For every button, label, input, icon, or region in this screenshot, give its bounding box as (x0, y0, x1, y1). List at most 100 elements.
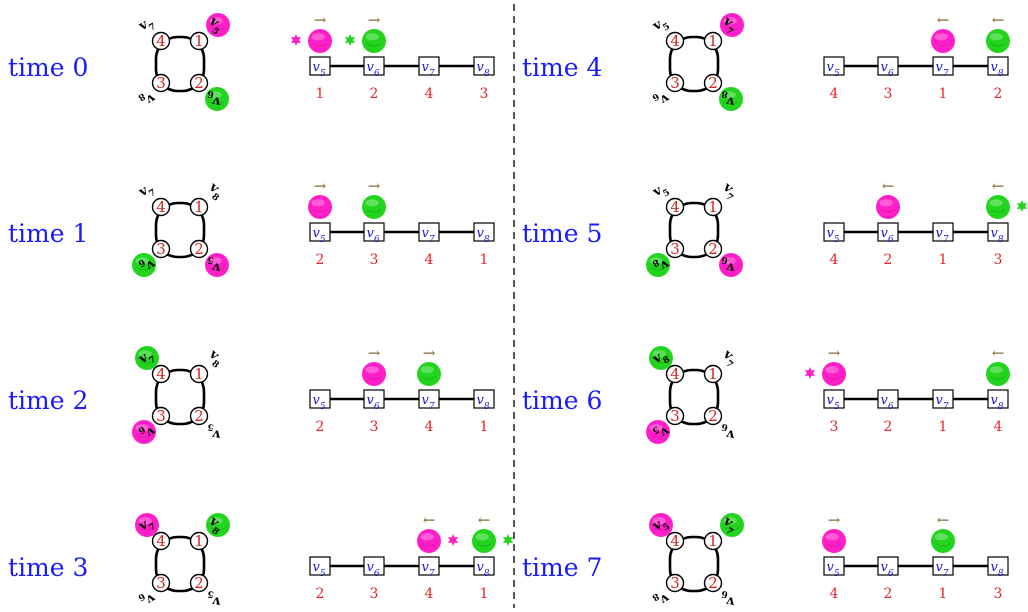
path-agent-magenta (308, 195, 332, 219)
path-node-label: v8 (990, 60, 1003, 79)
path-node-label: v8 (476, 226, 489, 245)
cycle-vertex-label: v8 (203, 346, 227, 370)
cycle-vertex-label: v5 (650, 180, 672, 204)
path-node (932, 389, 954, 409)
direction-arrow: → (314, 177, 327, 195)
direction-arrow: ← (423, 511, 436, 529)
path-node-label: v5 (312, 60, 325, 79)
cycle-node (665, 406, 685, 426)
direction-arrow: → (368, 177, 381, 195)
path-agent-magenta (931, 29, 955, 53)
position-number: 3 (480, 86, 489, 102)
cycle-vertex-label: v6 (205, 88, 223, 109)
direction-arrow: ← (992, 344, 1005, 362)
time-label: time 6 (522, 386, 602, 415)
path-agent-green (362, 29, 386, 53)
cycle-node-number: 4 (670, 365, 680, 383)
path-node-label: v8 (990, 560, 1003, 579)
path-agent-magenta (417, 529, 441, 553)
position-number: 3 (994, 586, 1003, 602)
cycle-node-number: 4 (156, 32, 166, 50)
path-node (363, 389, 385, 409)
cycle-node (703, 406, 723, 426)
path-node (877, 56, 899, 76)
position-number: 4 (830, 86, 839, 102)
position-number: 2 (884, 252, 893, 268)
path-node-label: v7 (935, 393, 948, 412)
path-node-label: v6 (366, 60, 379, 79)
cycle-agent-green (132, 253, 156, 277)
path-node (823, 56, 845, 76)
position-number: 3 (370, 252, 379, 268)
path-node (473, 222, 495, 242)
path-node (987, 222, 1009, 242)
path-node (309, 556, 331, 576)
path-node-label: v8 (990, 393, 1003, 412)
cycle-agent-green (646, 253, 670, 277)
path-node (932, 56, 954, 76)
path-node-label: v8 (476, 560, 489, 579)
cycle-ring (668, 201, 720, 259)
cycle-node (703, 73, 723, 93)
cycle-node-number: 3 (670, 74, 680, 92)
cycle-node (665, 31, 685, 51)
path-node (309, 222, 331, 242)
path-node (473, 56, 495, 76)
path-node-label: v7 (421, 60, 434, 79)
cycle-node-number: 4 (670, 32, 680, 50)
path-node (418, 56, 440, 76)
cycle-node (151, 31, 171, 51)
cycle-ring (154, 368, 206, 426)
path-agent-magenta (822, 529, 846, 553)
path-node (309, 389, 331, 409)
cycle-node (189, 573, 209, 593)
time-label: time 2 (8, 386, 88, 415)
cycle-node (151, 239, 171, 259)
path-node-label: v6 (880, 60, 893, 79)
cycle-vertex-label: v6 (719, 588, 737, 609)
cycle-node (151, 364, 171, 384)
cycle-agent-magenta (646, 420, 670, 444)
cycle-node-number: 1 (708, 198, 718, 216)
cycle-vertex-label: v6 (719, 421, 737, 442)
path-node (418, 389, 440, 409)
path-node (877, 222, 899, 242)
direction-arrow: ← (992, 177, 1005, 195)
path-node-label: v6 (880, 393, 893, 412)
path-node (823, 556, 845, 576)
position-number: 3 (884, 86, 893, 102)
cycle-node-number: 3 (156, 240, 166, 258)
cycle-node-number: 2 (194, 574, 204, 592)
cycle-vertex-label: v7 (717, 179, 741, 203)
cycle-agent-magenta (132, 420, 156, 444)
position-number: 4 (425, 252, 434, 268)
path-node (932, 556, 954, 576)
direction-arrow: → (368, 344, 381, 362)
path-node-label: v6 (366, 393, 379, 412)
path-node-label: v6 (880, 560, 893, 579)
cycle-agent-green (135, 346, 159, 370)
cycle-node (665, 73, 685, 93)
star-marker (1016, 200, 1028, 212)
path-node-label: v5 (826, 393, 839, 412)
position-number: 2 (994, 86, 1003, 102)
cycle-node-number: 3 (156, 74, 166, 92)
path-node (877, 389, 899, 409)
path-node-label: v7 (421, 393, 434, 412)
star-marker (804, 367, 816, 379)
position-number: 1 (480, 252, 489, 268)
star-marker (290, 34, 302, 46)
cycle-agent-green (649, 346, 673, 370)
cycle-agent-magenta (649, 513, 673, 537)
path-node-label: v5 (312, 560, 325, 579)
position-number: 1 (939, 252, 948, 268)
position-number: 2 (316, 252, 325, 268)
